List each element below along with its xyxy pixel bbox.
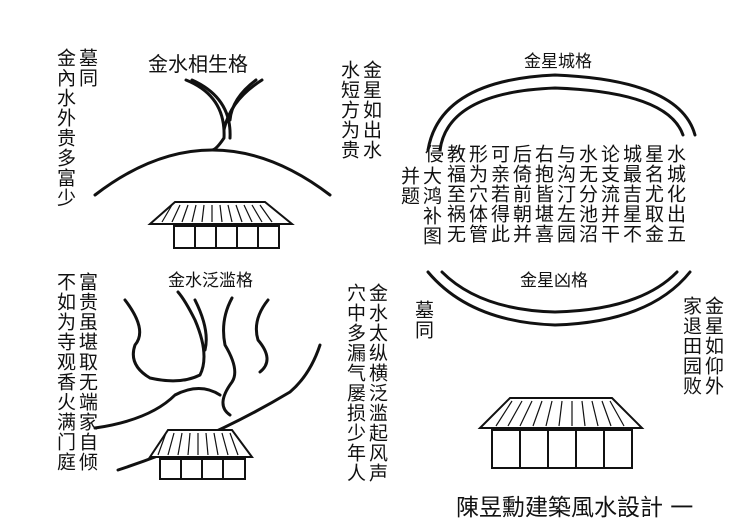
poem-col-7: 右抱皆堪喜 (532, 144, 554, 244)
house-bottom-right (477, 397, 645, 469)
poem-col-1: 水城化出五 (664, 144, 686, 244)
poem-col-5: 水无分池沼 (576, 144, 598, 244)
note-bottom-right-col2: 家退田园败 (680, 296, 702, 396)
ring-top-inner (438, 86, 685, 152)
stream-system-bottom-left (123, 290, 270, 417)
panel-title-top-left: 金水相生格 (148, 52, 248, 76)
note-bottom-left-col2: 不如为寺观香火满门庭 (54, 272, 76, 472)
figure-note-col1: 大鸿补图 (420, 166, 442, 246)
poem-col-9: 可亲若得此 (488, 144, 510, 244)
poem-col-2: 星名尤取金 (642, 144, 664, 244)
note-bottom-left-right-col2: 穴中多漏气屡损少年人 (344, 283, 366, 483)
panel-title-bottom-left: 金水泛滥格 (168, 271, 253, 291)
poem-col-8: 后倚前朝并 (510, 144, 532, 244)
note-bottom-right-col1: 金星如仰外 (702, 296, 724, 396)
stream-fork-top-left (184, 78, 264, 152)
ring-bottom-inner (440, 270, 679, 314)
metal-arc-top-left (93, 148, 332, 197)
panel-title-top-right: 金星城格 (524, 52, 592, 72)
stream-fork-inner-top-left (190, 78, 258, 140)
poem-col-3: 城最吉星不 (620, 144, 642, 244)
note-top-left-col1: 墓同 (76, 48, 98, 88)
note-top-left-right-col1: 金星如出水 (360, 60, 382, 160)
note-bottom-right-left: 墓同 (412, 300, 434, 340)
ring-bottom-outer (426, 270, 692, 327)
note-bottom-left-right-col1: 金水太纵横泛滥起风声 (366, 283, 388, 483)
poem-col-4: 论支流并干 (598, 144, 620, 244)
poem-col-6: 与沟汀左园 (554, 144, 576, 244)
figure-caption: 陳昱勳建築風水設計 一 (456, 495, 694, 521)
note-top-left-right-col2: 水短方为贵 (338, 60, 360, 160)
panel-title-bottom-right: 金星凶格 (520, 271, 588, 291)
house-bottom-left (148, 429, 254, 480)
stream-lower-curve-bottom-left (93, 387, 222, 430)
note-top-left-col2: 金內水外贵多富少 (54, 48, 76, 208)
figure-note-col2: 并题 (398, 166, 420, 206)
poem-col-10: 形为穴体管 (466, 144, 488, 244)
poem-col-11: 教福至祸无 (444, 144, 466, 244)
note-bottom-left-col1: 富贵虽堪取无端家自倾 (76, 272, 98, 472)
ring-top-outer (426, 73, 697, 152)
poem-col-12: 侵 (422, 144, 444, 164)
house-top-left (147, 201, 295, 249)
